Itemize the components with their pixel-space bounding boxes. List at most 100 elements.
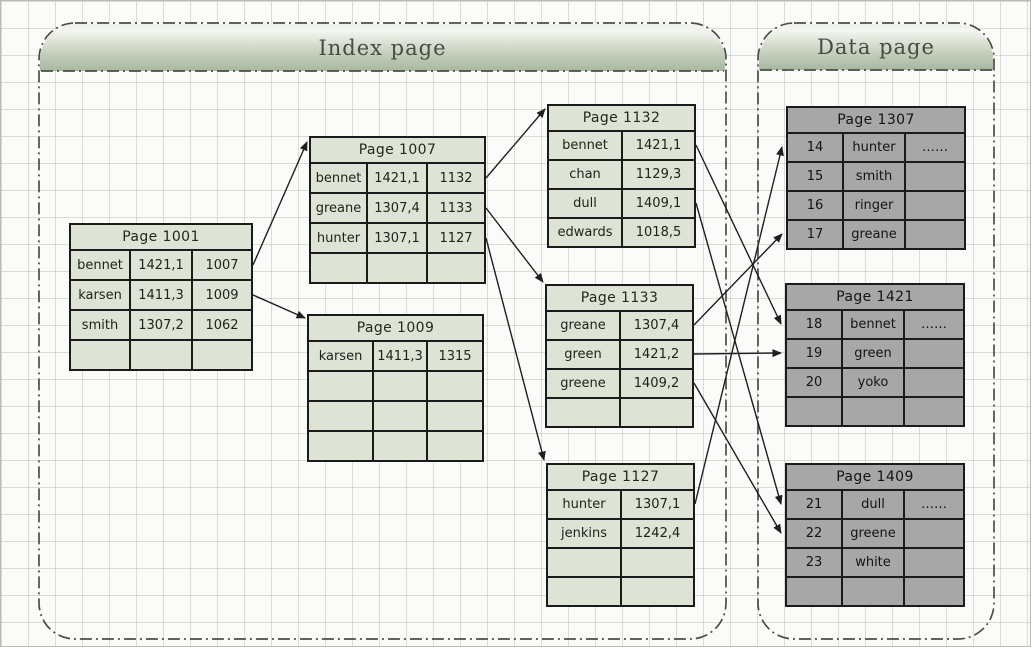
table-cell: 1009 xyxy=(193,281,251,309)
table-cell: 1062 xyxy=(193,311,251,339)
table-cell xyxy=(374,372,426,400)
page-title: Page 1409 xyxy=(787,465,963,489)
table-cell xyxy=(905,520,963,547)
table-cell: 20 xyxy=(787,369,841,396)
table-cell: jenkins xyxy=(548,520,620,547)
table-cell: 22 xyxy=(787,520,841,547)
table-cell: 1307,1 xyxy=(368,224,426,252)
table-cell: green xyxy=(547,341,619,368)
table-cell: 1409,1 xyxy=(623,190,694,217)
data-page-section-header: Data page xyxy=(759,24,993,70)
table-cell: greane xyxy=(844,221,904,248)
table-cell: 1411,3 xyxy=(131,281,191,309)
pointer-arrow-p1007-bennet-to-p1132 xyxy=(485,108,546,179)
table-row xyxy=(548,549,693,576)
table-cell xyxy=(843,398,903,425)
pointer-arrow-p1007-hunter-to-p1127 xyxy=(485,237,546,461)
table-cell: 17 xyxy=(788,221,842,248)
pointer-arrow-p1001-karsen-to-p1009 xyxy=(252,294,306,319)
table-cell xyxy=(906,192,964,219)
table-cell: 1018,5 xyxy=(623,219,694,246)
data-page-section-title: Data page xyxy=(817,35,935,59)
table-cell: greene xyxy=(547,370,619,397)
pointer-arrow-p1132-dull-to-p1409-21 xyxy=(695,202,783,505)
table-cell: 1129,3 xyxy=(623,161,694,188)
table-cell: 14 xyxy=(788,134,842,161)
table-row xyxy=(548,578,693,605)
table-row xyxy=(309,402,482,430)
table-cell: 1133 xyxy=(428,194,484,222)
table-cell: 1315 xyxy=(428,342,482,370)
table-cell xyxy=(905,578,963,605)
pointer-arrow-p1007-greane-to-p1133 xyxy=(485,207,544,283)
table-cell: bennet xyxy=(311,164,366,192)
table-cell xyxy=(787,578,841,605)
table-cell xyxy=(622,549,693,576)
table-cell: dull xyxy=(549,190,621,217)
table-row xyxy=(309,372,482,400)
table-cell: edwards xyxy=(549,219,621,246)
pointer-arrow-p1127-hunter-to-p1307-14 xyxy=(694,146,784,505)
table-cell xyxy=(71,341,129,369)
table-cell: …… xyxy=(905,311,963,338)
table-cell xyxy=(843,578,903,605)
table-row xyxy=(71,341,251,369)
table-cell: 23 xyxy=(787,549,841,576)
table-cell: greane xyxy=(547,312,619,339)
page-title: Page 1009 xyxy=(309,316,482,340)
table-cell xyxy=(548,578,620,605)
pointer-arrow-p1132-bennet-to-p1421-18 xyxy=(695,144,782,325)
table-cell: yoko xyxy=(843,369,903,396)
table-cell: 15 xyxy=(788,163,842,190)
table-cell: 1307,2 xyxy=(131,311,191,339)
table-cell xyxy=(309,372,372,400)
table-cell xyxy=(905,398,963,425)
table-cell: 18 xyxy=(787,311,841,338)
table-cell: ringer xyxy=(844,192,904,219)
table-row xyxy=(787,398,963,425)
table-cell: bennet xyxy=(549,132,621,159)
table-cell xyxy=(787,398,841,425)
page-title: Page 1307 xyxy=(788,108,964,132)
table-cell xyxy=(131,341,191,369)
table-cell: 1421,1 xyxy=(368,164,426,192)
table-cell: …… xyxy=(906,134,964,161)
table-cell xyxy=(905,340,963,367)
table-cell: chan xyxy=(549,161,621,188)
table-cell: 19 xyxy=(787,340,841,367)
table-cell xyxy=(428,372,482,400)
table-cell: 1307,1 xyxy=(622,491,693,518)
table-cell xyxy=(193,341,251,369)
page-title: Page 1001 xyxy=(71,225,251,249)
table-cell: karsen xyxy=(71,281,129,309)
table-cell: smith xyxy=(844,163,904,190)
table-cell: 1007 xyxy=(193,251,251,279)
table-cell: bennet xyxy=(71,251,129,279)
table-cell: 1127 xyxy=(428,224,484,252)
table-cell xyxy=(309,402,372,430)
table-cell xyxy=(374,402,426,430)
table-cell xyxy=(311,254,366,282)
table-cell: 1307,4 xyxy=(621,312,692,339)
table-cell: 16 xyxy=(788,192,842,219)
